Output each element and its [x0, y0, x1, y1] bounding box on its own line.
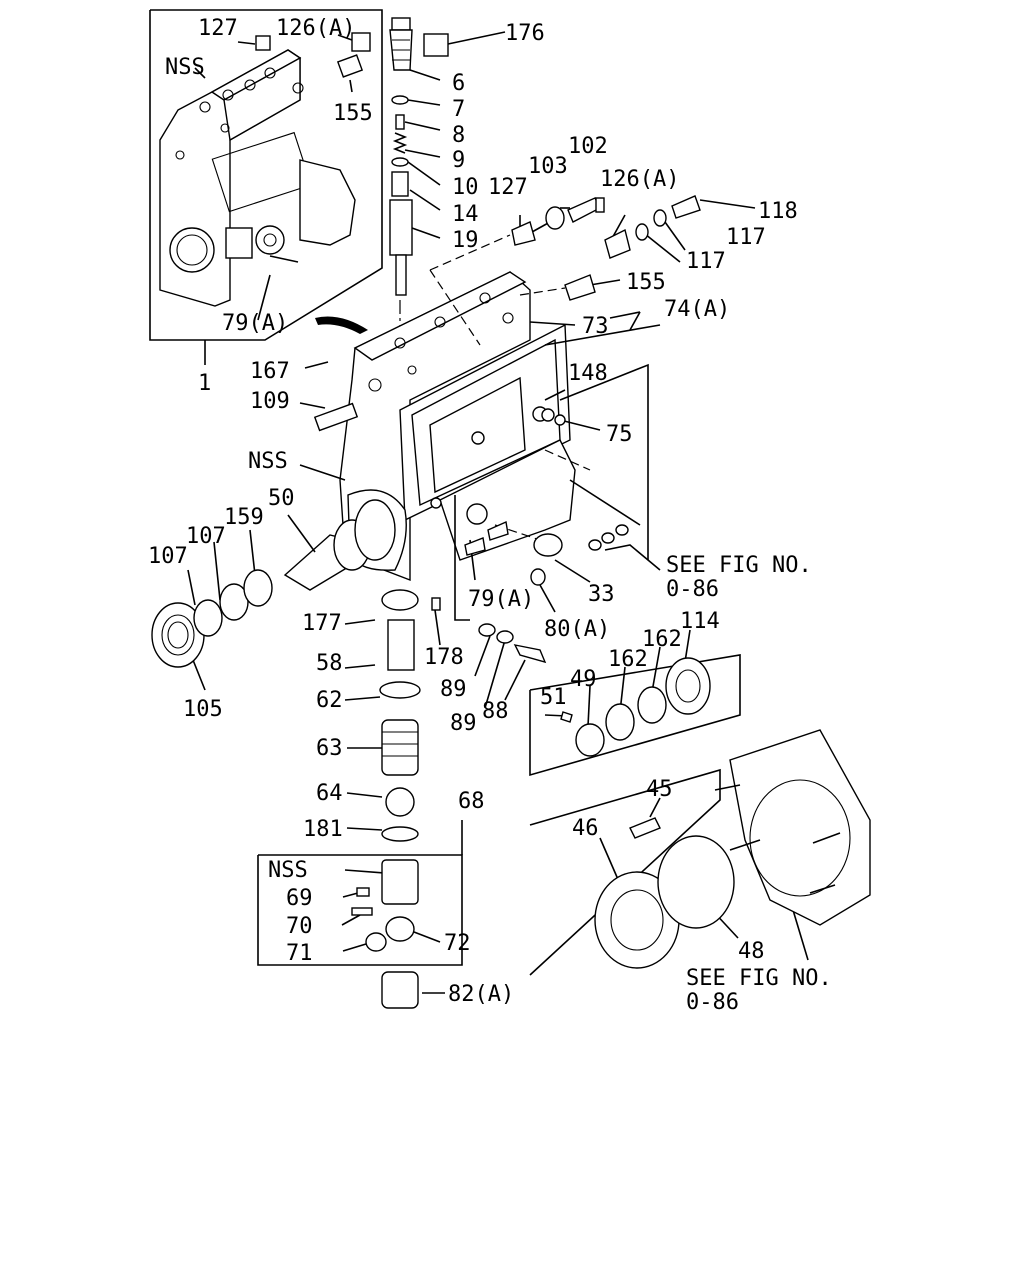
see-fig-number: 0-86	[666, 577, 719, 602]
see-fig-label-2: SEE FIG NO.	[686, 966, 832, 991]
label-63: 63	[316, 736, 343, 761]
label-89-b: 89	[450, 711, 477, 736]
label-74a: 74(A)	[664, 297, 730, 322]
label-79a: 79(A)	[468, 587, 534, 612]
label-19: 19	[452, 228, 479, 253]
label-126a: 126(A)	[276, 16, 355, 41]
label-176: 176	[505, 21, 545, 46]
label-82a: 82(A)	[448, 982, 514, 1007]
label-14: 14	[452, 202, 479, 227]
label-79a-inset: 79(A)	[222, 311, 288, 336]
label-105: 105	[183, 697, 223, 722]
inset-housing	[149, 9, 383, 365]
label-46: 46	[572, 816, 599, 841]
label-177: 177	[302, 611, 342, 636]
label-107-a: 107	[148, 544, 188, 569]
label-109: 109	[250, 389, 290, 414]
label-178: 178	[424, 645, 464, 670]
label-117: 117	[726, 225, 766, 250]
label-126a-b: 126(A)	[600, 167, 679, 192]
label-102: 102	[568, 134, 608, 159]
label-89: 89	[440, 677, 467, 702]
label-107: 107	[186, 524, 226, 549]
label-1: 1	[198, 371, 211, 396]
label-72: 72	[444, 931, 471, 956]
upper-right-fittings	[429, 195, 701, 426]
bearing-bracket	[529, 654, 741, 777]
label-51: 51	[540, 685, 567, 710]
label-nss-body: NSS	[248, 449, 288, 474]
label-80a: 80(A)	[544, 617, 610, 642]
delivery-valve-stack	[389, 17, 506, 340]
label-73: 73	[582, 314, 609, 339]
label-127: 127	[198, 16, 238, 41]
label-159: 159	[224, 505, 264, 530]
label-75: 75	[606, 422, 633, 447]
label-7: 7	[452, 97, 465, 122]
see-fig-label: SEE FIG NO.	[666, 553, 812, 578]
label-nss-box: NSS	[268, 858, 308, 883]
label-64: 64	[316, 781, 343, 806]
see-fig-number-2: 0-86	[686, 990, 739, 1015]
label-50: 50	[268, 486, 295, 511]
label-69: 69	[286, 886, 313, 911]
label-155: 155	[333, 101, 373, 126]
label-117-b: 117	[686, 249, 726, 274]
label-nss: NSS	[165, 55, 205, 80]
label-127-b: 127	[488, 175, 528, 200]
end-cover	[529, 729, 871, 976]
box-68	[257, 820, 463, 966]
label-6: 6	[452, 71, 465, 96]
pump-housing	[283, 271, 576, 591]
label-118: 118	[758, 199, 798, 224]
label-71: 71	[286, 941, 313, 966]
label-49: 49	[570, 667, 597, 692]
label-88: 88	[482, 699, 509, 724]
label-103: 103	[528, 154, 568, 179]
label-8: 8	[452, 123, 465, 148]
direction-arrow	[315, 316, 368, 334]
part-labels: 127 126(A) 176 NSS 6 155 7 8 102 9 103 1…	[148, 16, 832, 1015]
label-45: 45	[646, 777, 673, 802]
label-181: 181	[303, 817, 343, 842]
label-114: 114	[680, 609, 720, 634]
label-162-b: 162	[608, 647, 648, 672]
label-167: 167	[250, 359, 290, 384]
part-82a	[381, 971, 419, 1009]
label-70: 70	[286, 914, 313, 939]
governor-stack	[379, 589, 441, 842]
label-62: 62	[316, 688, 343, 713]
label-33: 33	[588, 582, 615, 607]
label-58: 58	[316, 651, 343, 676]
label-10: 10	[452, 175, 479, 200]
see-fig-bracket-upper	[559, 363, 661, 571]
label-48: 48	[738, 939, 765, 964]
label-155-b: 155	[626, 270, 666, 295]
label-148: 148	[568, 361, 608, 386]
left-bearings	[151, 569, 273, 668]
lower-housing-parts	[454, 495, 563, 664]
label-162: 162	[642, 627, 682, 652]
label-9: 9	[452, 148, 465, 173]
label-68: 68	[458, 789, 485, 814]
